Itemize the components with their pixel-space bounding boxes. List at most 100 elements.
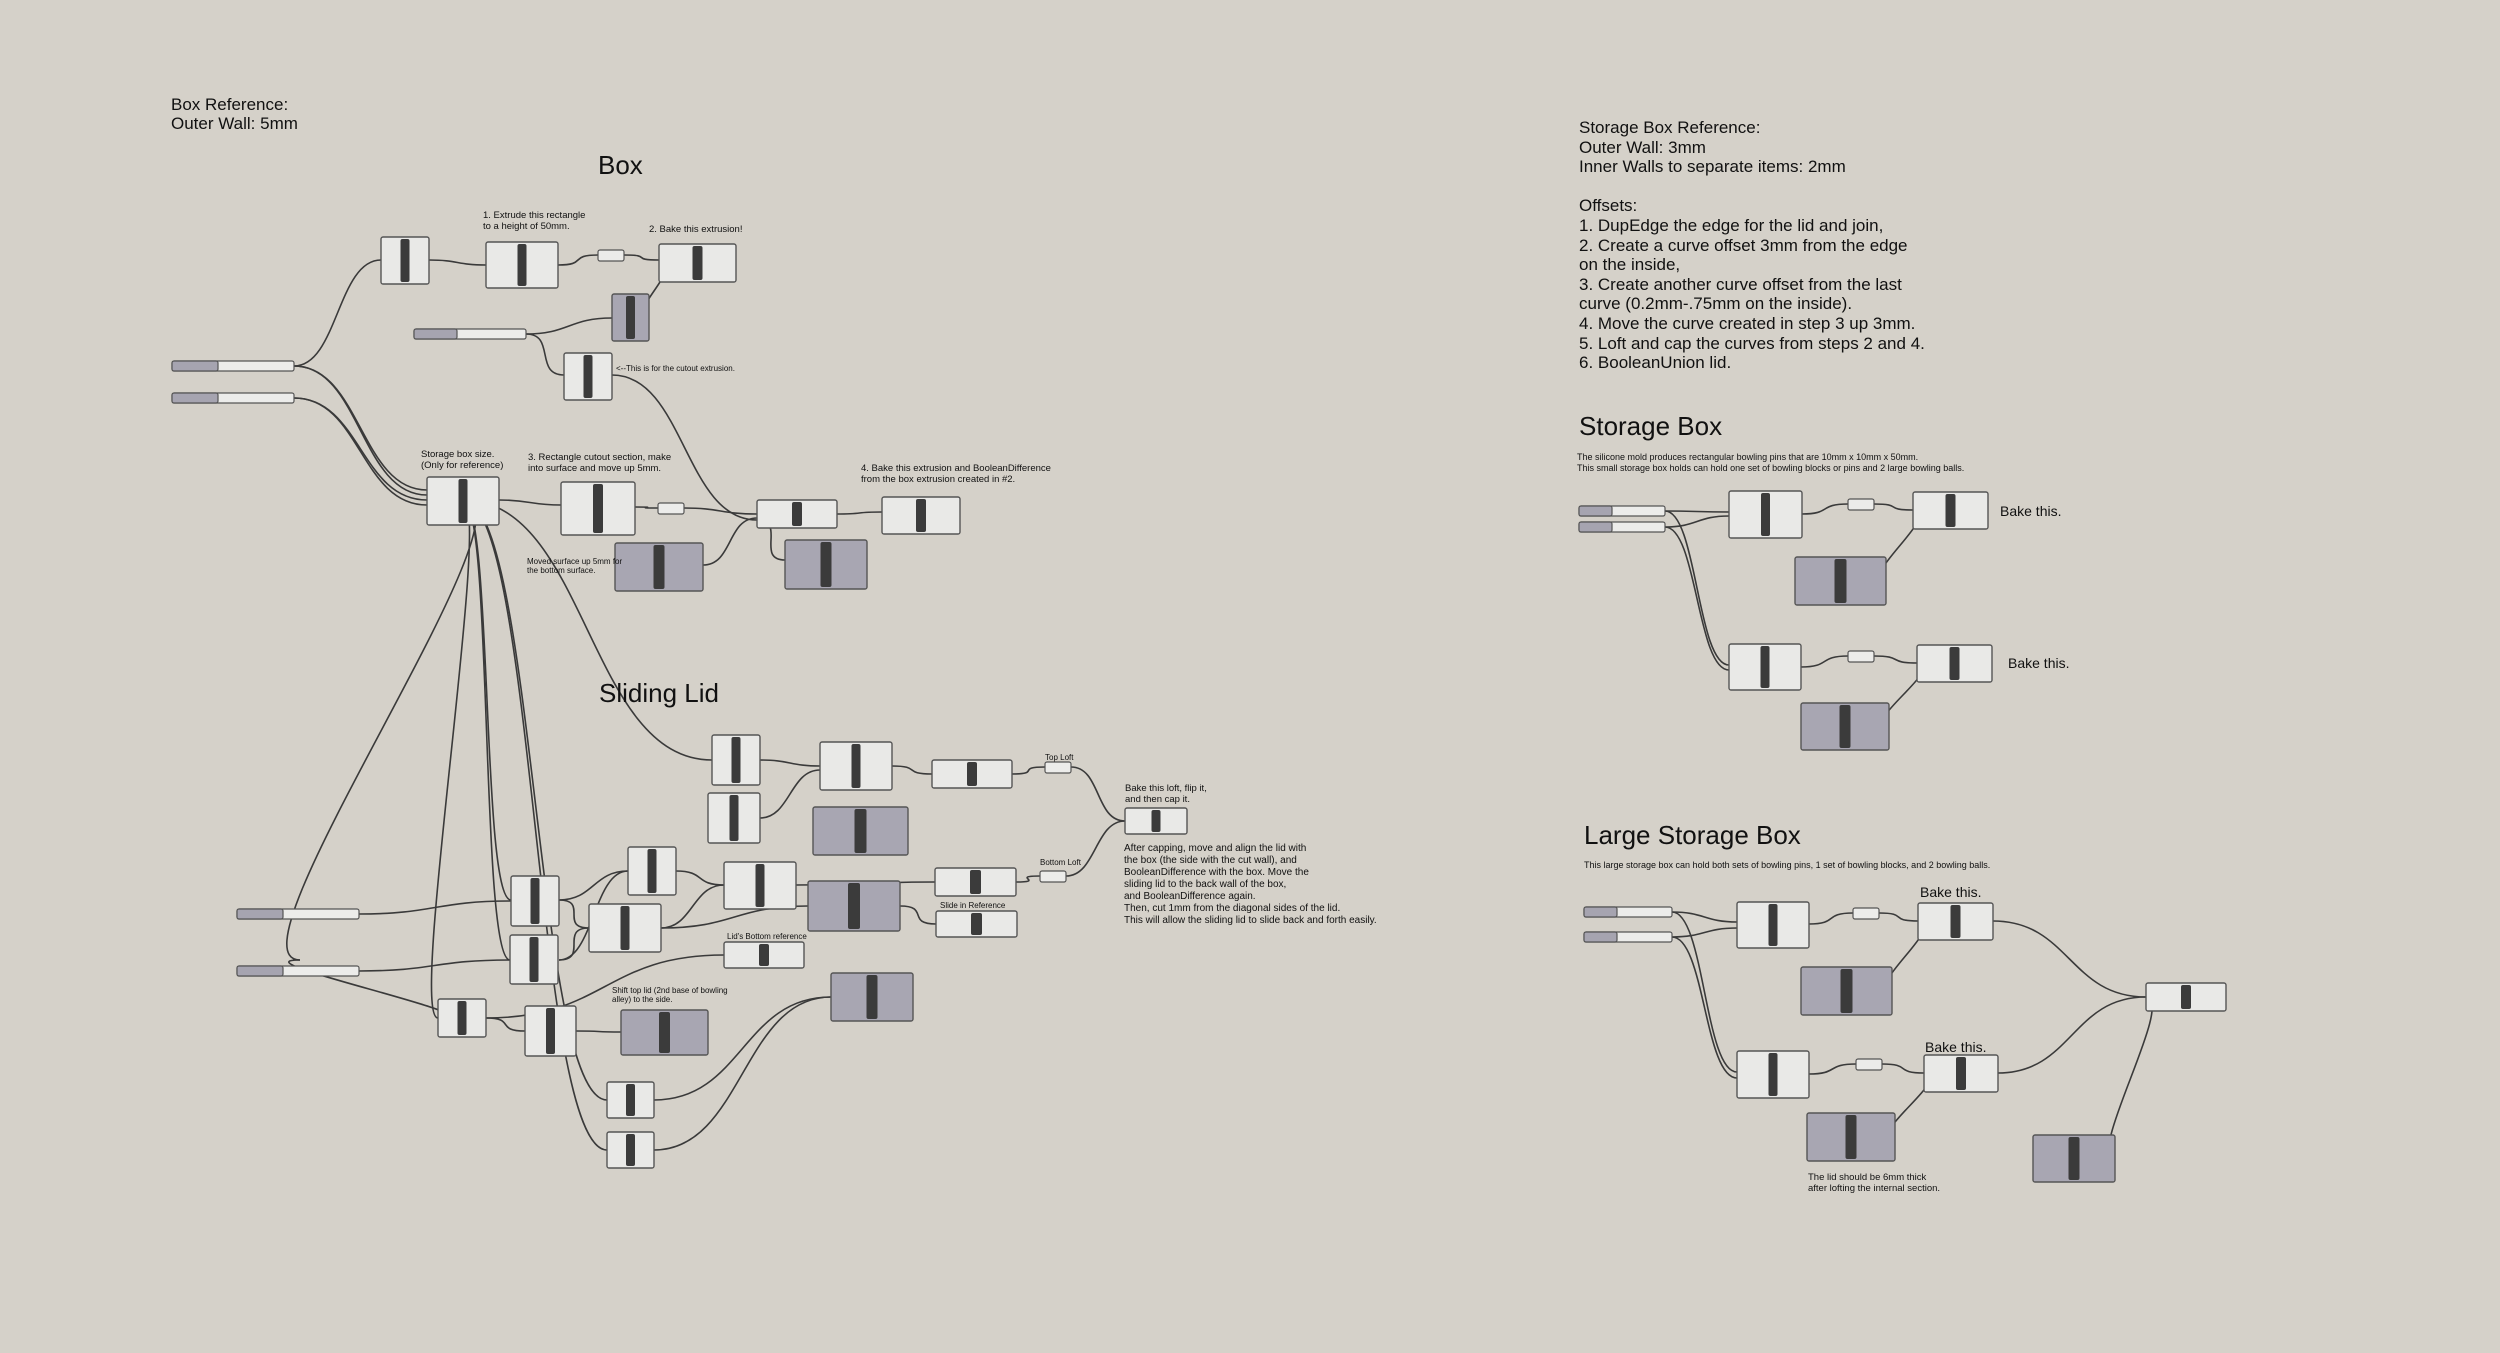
lid-slider-1[interactable] xyxy=(236,908,360,920)
note-bottom-loft: Bottom Loft xyxy=(1040,858,1081,867)
lid-node-a[interactable] xyxy=(711,734,761,786)
box-slider-1[interactable] xyxy=(171,360,295,372)
large-bake-2[interactable] xyxy=(1923,1054,1999,1093)
slider-handle[interactable] xyxy=(236,965,284,977)
note-large-desc: This large storage box can hold both set… xyxy=(1584,860,1991,870)
large-relay-2[interactable] xyxy=(1855,1058,1883,1071)
large-node-b[interactable] xyxy=(1736,1050,1810,1099)
box-preview-2-node[interactable] xyxy=(614,542,704,592)
node-grip xyxy=(2181,985,2191,1009)
large-node-a[interactable] xyxy=(1736,901,1810,949)
group-title-sliding-lid: Sliding Lid xyxy=(599,678,719,708)
connection-wire xyxy=(462,499,512,901)
storage-reference-line: Storage Box Reference: xyxy=(1579,118,1761,137)
lid-node-l[interactable] xyxy=(606,1131,655,1169)
slider-handle[interactable] xyxy=(171,392,219,404)
note-bake-this-2: Bake this. xyxy=(2008,655,2070,671)
slider-handle[interactable] xyxy=(1578,521,1613,533)
lid-node-i[interactable] xyxy=(437,998,487,1038)
slider-handle[interactable] xyxy=(1583,906,1618,918)
storage-slider-2[interactable] xyxy=(1578,521,1666,533)
connection-wire xyxy=(358,959,511,972)
lid-node-d[interactable] xyxy=(627,846,677,896)
slider-handle[interactable] xyxy=(236,908,284,920)
note-bake-loft: Bake this loft, flip it, and then cap it… xyxy=(1125,783,1207,805)
node-grip xyxy=(1839,705,1851,748)
storage-preview-1[interactable] xyxy=(1794,556,1887,606)
top-loft-node[interactable] xyxy=(931,759,1013,789)
node-grip xyxy=(1768,904,1778,946)
lid-node-b[interactable] xyxy=(707,792,761,844)
storage-reference-line: on the inside, xyxy=(1579,255,1681,275)
lid-slider-2[interactable] xyxy=(236,965,360,977)
node-grip xyxy=(626,296,635,339)
node-grip xyxy=(967,762,977,786)
lid-node-g[interactable] xyxy=(723,861,797,910)
lid-node-f[interactable] xyxy=(588,903,662,953)
slider-handle[interactable] xyxy=(1583,931,1618,943)
connection-wire xyxy=(836,511,883,515)
box-preview-node[interactable] xyxy=(611,293,650,342)
bottom-loft-relay[interactable] xyxy=(1039,870,1067,883)
box-cutout-node[interactable] xyxy=(563,352,613,401)
top-loft-relay[interactable] xyxy=(1044,761,1072,774)
box-slider-3[interactable] xyxy=(413,328,527,340)
box-move-node[interactable] xyxy=(756,499,838,529)
node-grip xyxy=(759,944,769,966)
box-rectangle-node[interactable] xyxy=(380,236,430,285)
slider-handle[interactable] xyxy=(1578,505,1613,517)
connection-wire xyxy=(1878,912,1919,922)
box-bake-node[interactable] xyxy=(658,243,737,283)
rect-cutout-node[interactable] xyxy=(560,481,636,536)
connection-wire xyxy=(498,499,562,506)
large-slider-2[interactable] xyxy=(1583,931,1673,943)
node-grip xyxy=(626,1134,635,1166)
box-slider-2[interactable] xyxy=(171,392,295,404)
slider-handle[interactable] xyxy=(171,360,219,372)
storage-reference-line: Inner Walls to separate items: 2mm xyxy=(1579,157,1846,177)
storage-slider-1[interactable] xyxy=(1578,505,1666,517)
large-preview-3[interactable] xyxy=(2032,1134,2116,1183)
lid-node-e[interactable] xyxy=(510,875,560,927)
large-preview-1[interactable] xyxy=(1800,966,1893,1016)
storage-bake-1[interactable] xyxy=(1912,491,1989,530)
bottom-loft-node[interactable] xyxy=(934,867,1017,897)
lid-preview-1[interactable] xyxy=(812,806,909,856)
slider-handle[interactable] xyxy=(413,328,458,340)
box-relay-2[interactable] xyxy=(657,502,685,515)
storage-node-b[interactable] xyxy=(1728,643,1802,691)
storage-size-node[interactable] xyxy=(426,476,500,526)
storage-bake-2[interactable] xyxy=(1916,644,1993,683)
box-bake-2-node[interactable] xyxy=(881,496,961,535)
note-bake-extrusion: 2. Bake this extrusion! xyxy=(649,224,743,235)
connection-wire xyxy=(1808,912,1854,925)
connection-wire xyxy=(891,765,933,775)
storage-node-a[interactable] xyxy=(1728,490,1803,539)
connection-wire xyxy=(1011,766,1046,775)
storage-relay-1[interactable] xyxy=(1847,498,1875,511)
lid-node-k[interactable] xyxy=(606,1081,655,1119)
storage-relay-2[interactable] xyxy=(1847,650,1875,663)
node-grip xyxy=(792,502,802,526)
large-relay-1[interactable] xyxy=(1852,907,1880,920)
lids-bottom-node[interactable] xyxy=(723,941,805,969)
bake-loft-node[interactable] xyxy=(1124,807,1188,835)
slide-in-node[interactable] xyxy=(935,910,1018,938)
lid-node-j[interactable] xyxy=(524,1005,577,1057)
shift-lid-preview[interactable] xyxy=(620,1009,709,1056)
lid-node-h[interactable] xyxy=(509,934,559,985)
lid-node-c[interactable] xyxy=(819,741,893,791)
lid-preview-3[interactable] xyxy=(830,972,914,1022)
large-bake-1[interactable] xyxy=(1917,902,1994,941)
large-slider-1[interactable] xyxy=(1583,906,1673,918)
large-preview-2[interactable] xyxy=(1806,1112,1896,1162)
storage-preview-2[interactable] xyxy=(1800,702,1890,751)
box-relay-1[interactable] xyxy=(597,249,625,262)
large-merge-node[interactable] xyxy=(2145,982,2227,1012)
storage-reference-line: Outer Wall: 3mm xyxy=(1579,137,1706,157)
node-grip xyxy=(653,545,665,589)
box-extrude-node[interactable] xyxy=(485,241,559,289)
lid-preview-2[interactable] xyxy=(807,880,901,932)
box-preview-3-node[interactable] xyxy=(784,539,868,590)
